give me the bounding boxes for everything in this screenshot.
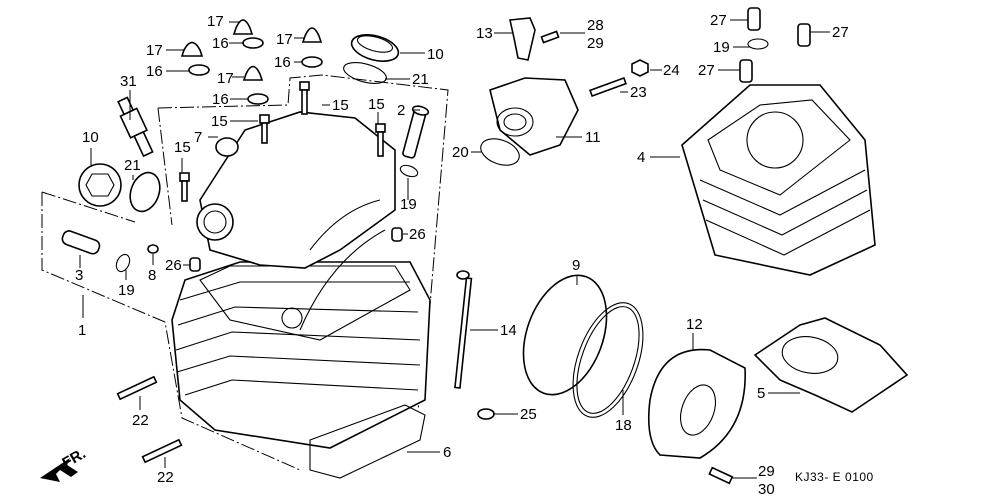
stud-23-part [589,76,627,98]
callout-3: 3 [75,267,84,284]
callout-13: 13 [476,25,493,42]
cover-12-part [647,348,746,459]
callout-22: 22 [157,469,174,486]
dowel-26-left-part [189,257,201,272]
nut-24-part [631,59,649,77]
callout-12: 12 [686,316,703,333]
callout-25: 25 [520,406,537,423]
callout-31: 31 [120,73,137,90]
callout-27: 27 [698,62,715,79]
front-arrow-icon [40,458,78,482]
callout-27: 27 [710,12,727,29]
valve-guide-2-part [402,105,430,159]
callout-19: 19 [400,196,417,213]
callout-10: 10 [427,46,444,63]
bracket-13-part [509,17,536,61]
callout-15: 15 [332,97,349,114]
collar-7-part [215,137,239,157]
callout-30: 30 [758,481,775,498]
callout-7: 7 [194,129,203,146]
callout-8: 8 [148,267,157,284]
callout-9: 9 [572,257,581,274]
callout-21: 21 [124,157,141,174]
bolt-14-part [454,270,473,389]
callout-16: 16 [274,54,291,71]
insulator-11-part [489,77,579,156]
diagram-code: KJ33- E 0100 [795,470,874,484]
callout-21: 21 [412,71,429,88]
callout-20: 20 [452,144,469,161]
o-ring-18-part [572,302,644,418]
head-cover-gasket-part [309,404,426,479]
callout-27: 27 [832,24,849,41]
gasket-9-part [522,274,608,396]
callout-19: 19 [713,39,730,56]
bolt-28-29-part [540,30,560,44]
callout-17: 17 [207,13,224,30]
callout-19: 19 [118,282,135,299]
callout-22: 22 [132,412,149,429]
callout-23: 23 [630,84,647,101]
callout-1: 1 [78,322,87,339]
dowels-27 [739,7,811,83]
dowel-26-right-part [391,227,403,242]
o-ring-20-part [480,138,520,166]
callout-15: 15 [368,96,385,113]
callout-29: 29 [587,35,604,52]
callout-16: 16 [212,35,229,52]
callout-29: 29 [758,463,775,480]
cap-nuts-washers [180,19,323,105]
washer-25-part [477,408,495,420]
callout-24: 24 [663,62,680,79]
callout-28: 28 [587,17,604,34]
dowel-8-part [147,244,159,254]
callout-26: 26 [165,257,182,274]
callout-16: 16 [146,63,163,80]
callout-18: 18 [615,417,632,434]
leader-lines [79,19,830,479]
cylinder-head-part [171,261,431,449]
callout-17: 17 [276,31,293,48]
callout-17: 17 [217,70,234,87]
callout-10: 10 [82,129,99,146]
callout-16: 16 [212,91,229,108]
o-ring-19-mid-part [399,164,419,178]
cylinder-4-part [681,84,876,276]
callout-6: 6 [443,444,452,461]
studs-22 [116,375,183,464]
callout-11: 11 [585,129,601,146]
callout-17: 17 [146,42,163,59]
callout-26: 26 [409,226,426,243]
bolt-29-30-part [708,466,734,485]
callout-14: 14 [500,322,517,339]
callout-5: 5 [757,385,766,402]
callout-2: 2 [397,102,406,119]
cylinder-gasket-5-part [753,317,909,413]
spark-plug-part [117,96,154,158]
callout-15: 15 [211,113,228,130]
tappet-cap-top-part [343,34,400,84]
bolts-15 [179,81,386,202]
o-ring-18-inner [576,306,640,414]
callout-15: 15 [174,139,191,156]
callout-4: 4 [637,149,646,166]
cam-housing-part [196,111,396,331]
tappet-cap-left-part [78,163,161,213]
o-ring-19-left-part [115,253,131,273]
o-ring-19-right-part [747,38,769,50]
valve-guide-3-part [61,230,101,255]
